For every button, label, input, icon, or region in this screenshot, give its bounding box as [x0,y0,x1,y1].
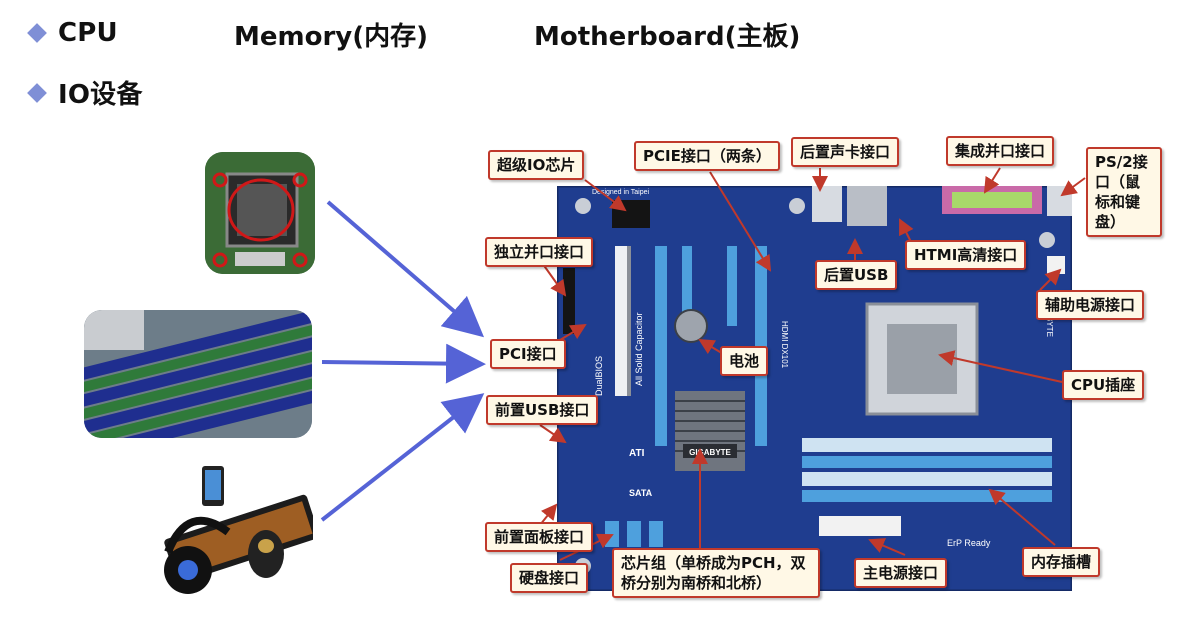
label-rear-audio: 后置声卡接口 [791,137,899,167]
label-front-usb: 前置USB接口 [486,395,598,425]
label-pci-slot: PCI接口 [490,339,566,369]
label-rear-usb: 后置USB [815,260,897,290]
label-sata: 硬盘接口 [510,563,588,593]
label-aux-power: 辅助电源接口 [1036,290,1144,320]
label-pcie-slots: PCIE接口（两条） [634,141,780,171]
label-chipset: 芯片组（单桥成为PCH，双桥分别为南桥和北桥） [612,548,820,598]
label-hdmi: HTMI高清接口 [905,240,1026,270]
label-super-io-chip: 超级IO芯片 [488,150,584,180]
label-main-power: 主电源接口 [854,558,947,588]
label-parallel-integrated: 集成并口接口 [946,136,1054,166]
label-ps2-port: PS/2接口（鼠标和键盘） [1086,147,1162,237]
label-front-panel: 前置面板接口 [485,522,593,552]
label-battery: 电池 [720,346,768,376]
label-parallel-independent: 独立并口接口 [485,237,593,267]
label-cpu-socket: CPU插座 [1062,370,1144,400]
label-memory-slot: 内存插槽 [1022,547,1100,577]
